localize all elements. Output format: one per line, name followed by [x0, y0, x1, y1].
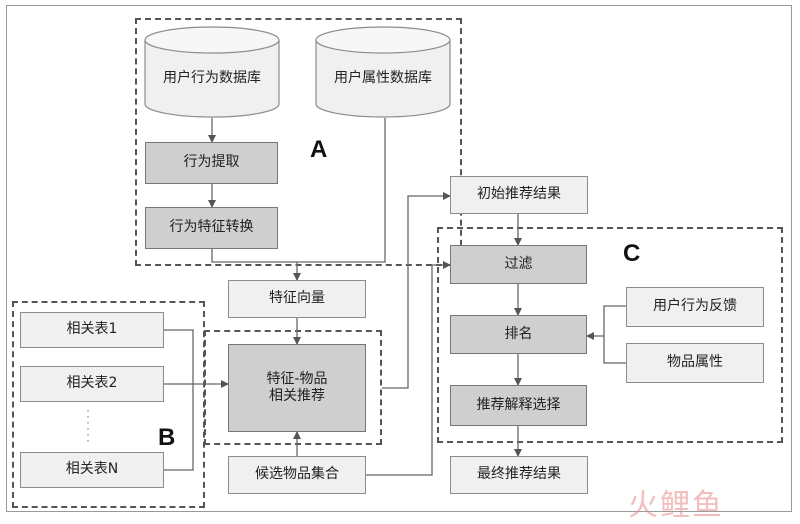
user-feedback-node: 用户行为反馈 [626, 287, 764, 327]
feature-item-recommend-node: 特征-物品 相关推荐 [228, 344, 366, 432]
user-behavior-database-label: 用户行为数据库 [163, 70, 261, 86]
feature-item-line1: 特征-物品 [266, 370, 328, 387]
related-table-2-node: 相关表2 [20, 366, 164, 402]
watermark-logo: 火鲤鱼 [628, 488, 724, 523]
region-a-label: A [310, 136, 328, 163]
region-b-label: B [158, 424, 176, 451]
user-attribute-database: 用户属性数据库 [315, 26, 451, 118]
database-cylinder-icon [144, 26, 280, 118]
region-a-box [135, 18, 462, 266]
region-center-box [204, 330, 382, 445]
filter-node: 过滤 [450, 245, 587, 284]
behavior-feature-transform-node: 行为特征转换 [145, 207, 278, 249]
explain-select-node: 推荐解释选择 [450, 385, 587, 426]
item-attributes-node: 物品属性 [626, 343, 764, 383]
database-cylinder-icon [315, 26, 451, 118]
region-c-label: C [623, 240, 641, 267]
ellipsis-dots: · · · · · · [86, 404, 90, 448]
feature-vector-node: 特征向量 [228, 280, 366, 318]
final-results-node: 最终推荐结果 [450, 456, 588, 494]
user-attribute-database-label: 用户属性数据库 [334, 70, 432, 86]
behavior-extract-node: 行为提取 [145, 142, 278, 184]
related-table-1-node: 相关表1 [20, 312, 164, 348]
user-behavior-database: 用户行为数据库 [144, 26, 280, 118]
related-table-n-node: 相关表N [20, 452, 164, 488]
initial-results-node: 初始推荐结果 [450, 176, 588, 214]
region-c-box [437, 227, 783, 443]
feature-item-line2: 相关推荐 [269, 388, 325, 404]
rank-node: 排名 [450, 315, 587, 354]
candidate-items-node: 候选物品集合 [228, 456, 366, 494]
